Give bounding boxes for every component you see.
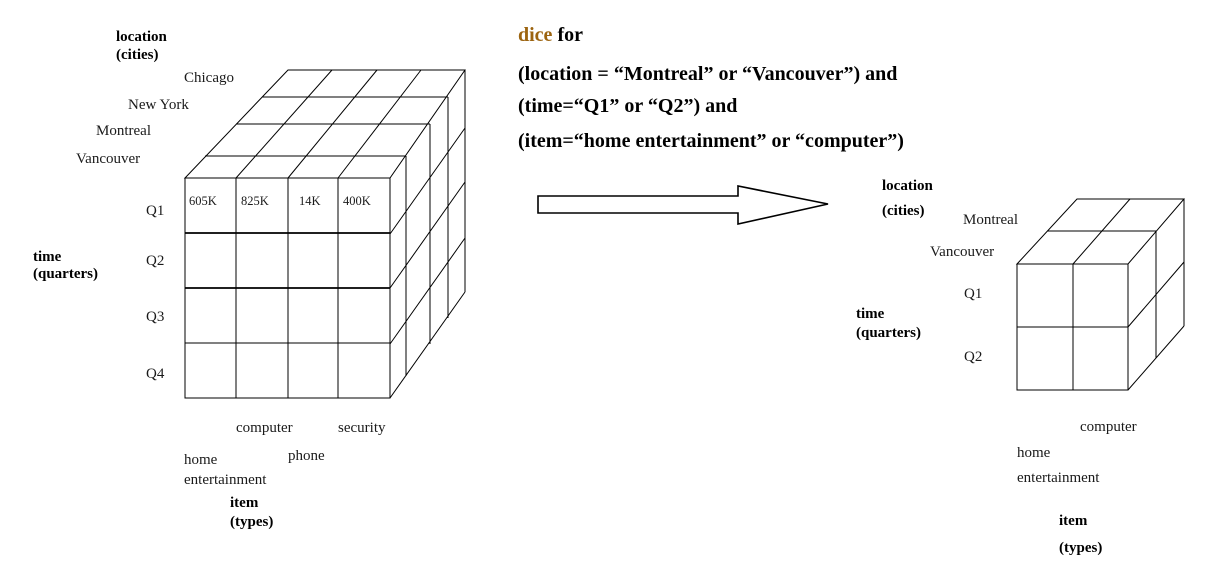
dice-query-line-2: (location = “Montreal” or “Vancouver”) a… <box>518 63 897 85</box>
cell-value-q1-home-entertainment: 605K <box>189 194 217 208</box>
item-label-phone: phone <box>288 448 325 464</box>
left-location-axis-sublabel: (cities) <box>116 47 158 63</box>
city-label-new-york: New York <box>128 97 189 113</box>
right-item-label-home: home <box>1017 445 1051 461</box>
right-item-label-entertainment: entertainment <box>1017 470 1100 486</box>
left-cube: location (cities) Chicago New York Montr… <box>33 29 466 530</box>
right-cube-side-face <box>1127 199 1185 391</box>
right-city-label-montreal: Montreal <box>963 212 1018 228</box>
dice-arrow-icon <box>537 185 829 225</box>
dice-query-line-1: dice for <box>518 24 583 46</box>
cell-value-q1-phone: 14K <box>299 194 321 208</box>
right-location-axis-sublabel: (cities) <box>882 203 924 219</box>
cell-value-q1-computer: 825K <box>241 194 269 208</box>
right-time-axis-sublabel: (quarters) <box>856 325 921 341</box>
cell-value-q1-security: 400K <box>343 194 371 208</box>
left-cube-top-face <box>183 69 466 179</box>
left-cube-side-face <box>389 70 466 399</box>
right-quarter-label-q1: Q1 <box>964 286 982 302</box>
right-time-axis-label: time <box>856 306 885 322</box>
dice-query-line-4: (item=“home entertainment” or “computer”… <box>518 130 904 152</box>
right-city-label-vancouver: Vancouver <box>930 244 994 260</box>
left-cube-front-face <box>184 177 391 399</box>
item-label-computer: computer <box>236 420 293 436</box>
right-cube-top-face <box>1015 198 1186 265</box>
right-item-label-computer: computer <box>1080 419 1137 435</box>
city-label-chicago: Chicago <box>184 70 234 86</box>
city-label-montreal: Montreal <box>96 123 151 139</box>
left-item-axis-sublabel: (types) <box>230 514 273 530</box>
left-time-axis-label: time <box>33 249 62 265</box>
dice-query: dice for (location = “Montreal” or “Vanc… <box>518 24 904 152</box>
right-quarter-label-q2: Q2 <box>964 349 982 365</box>
right-cube: location (cities) Montreal Vancouver tim… <box>856 178 1186 556</box>
right-item-axis-label: item <box>1059 513 1088 529</box>
quarter-label-q4: Q4 <box>146 366 165 382</box>
item-label-entertainment: entertainment <box>184 472 267 488</box>
dice-query-line-3: (time=“Q1” or “Q2”) and <box>518 95 737 117</box>
item-label-home: home <box>184 452 218 468</box>
right-location-axis-label: location <box>882 178 933 194</box>
city-label-vancouver: Vancouver <box>76 151 140 167</box>
right-item-axis-sublabel: (types) <box>1059 540 1102 556</box>
left-item-axis-label: item <box>230 495 259 511</box>
right-cube-front-face <box>1016 263 1129 391</box>
dice-keyword: dice <box>518 24 553 46</box>
left-location-axis-label: location <box>116 29 167 45</box>
quarter-label-q3: Q3 <box>146 309 164 325</box>
item-label-security: security <box>338 420 386 436</box>
quarter-label-q1: Q1 <box>146 203 164 219</box>
left-time-axis-sublabel: (quarters) <box>33 266 98 282</box>
dice-for-text: for <box>552 24 583 46</box>
quarter-label-q2: Q2 <box>146 253 164 269</box>
